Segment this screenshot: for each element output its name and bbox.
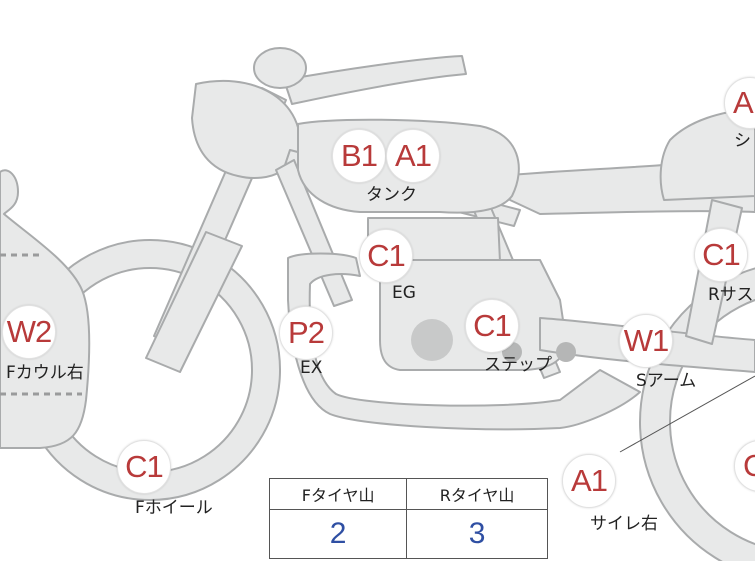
exhaust-pipe-shape xyxy=(287,252,641,431)
silencer-grade-badge: A1 xyxy=(562,454,616,508)
seat-label: シ xyxy=(734,131,751,151)
front-cowl-grade-badge: W2 xyxy=(2,305,56,359)
rear-tread-header: Rタイヤ山 xyxy=(406,478,548,510)
front-tread-value: 2 xyxy=(268,509,408,559)
swing-arm-grade-badge: W1 xyxy=(619,314,673,368)
exhaust-label: EX xyxy=(300,358,323,378)
fork-lower-shape xyxy=(145,231,243,373)
seat-shape xyxy=(659,107,755,201)
engine-grade-badge: C1 xyxy=(359,229,413,283)
handlebar-shape xyxy=(283,55,467,105)
front-cowl-label: Fカウル右 xyxy=(6,363,84,383)
silencer-label: サイレ右 xyxy=(590,514,658,534)
tire-tread-table: Fタイヤ山 Rタイヤ山 2 3 xyxy=(268,478,548,559)
headlight-shape xyxy=(191,79,302,179)
front-wheel-label: Fホイール xyxy=(135,498,213,518)
bar-clamp-shape xyxy=(253,47,307,89)
step-dot-right xyxy=(556,342,576,362)
engine-dot xyxy=(411,319,453,361)
exhaust-grade-badge: P2 xyxy=(279,306,333,360)
step-label: ステップ xyxy=(484,355,552,375)
swing-arm-label: Sアーム xyxy=(636,371,697,391)
tank-grade-b1-badge: B1 xyxy=(332,129,386,183)
silencer-leader-line xyxy=(619,375,755,453)
step-grade-badge: C1 xyxy=(465,299,519,353)
rear-tread-value: 3 xyxy=(406,509,548,559)
rear-suspension-grade-badge: C1 xyxy=(694,228,748,282)
tank-grade-a1-badge: A1 xyxy=(386,129,440,183)
rear-suspension-label: Rサス xyxy=(708,285,754,305)
tank-label: タンク xyxy=(366,185,417,205)
engine-label: EG xyxy=(392,283,416,303)
front-wheel-grade-badge: C1 xyxy=(117,440,171,494)
front-tread-header: Fタイヤ山 xyxy=(268,478,408,510)
